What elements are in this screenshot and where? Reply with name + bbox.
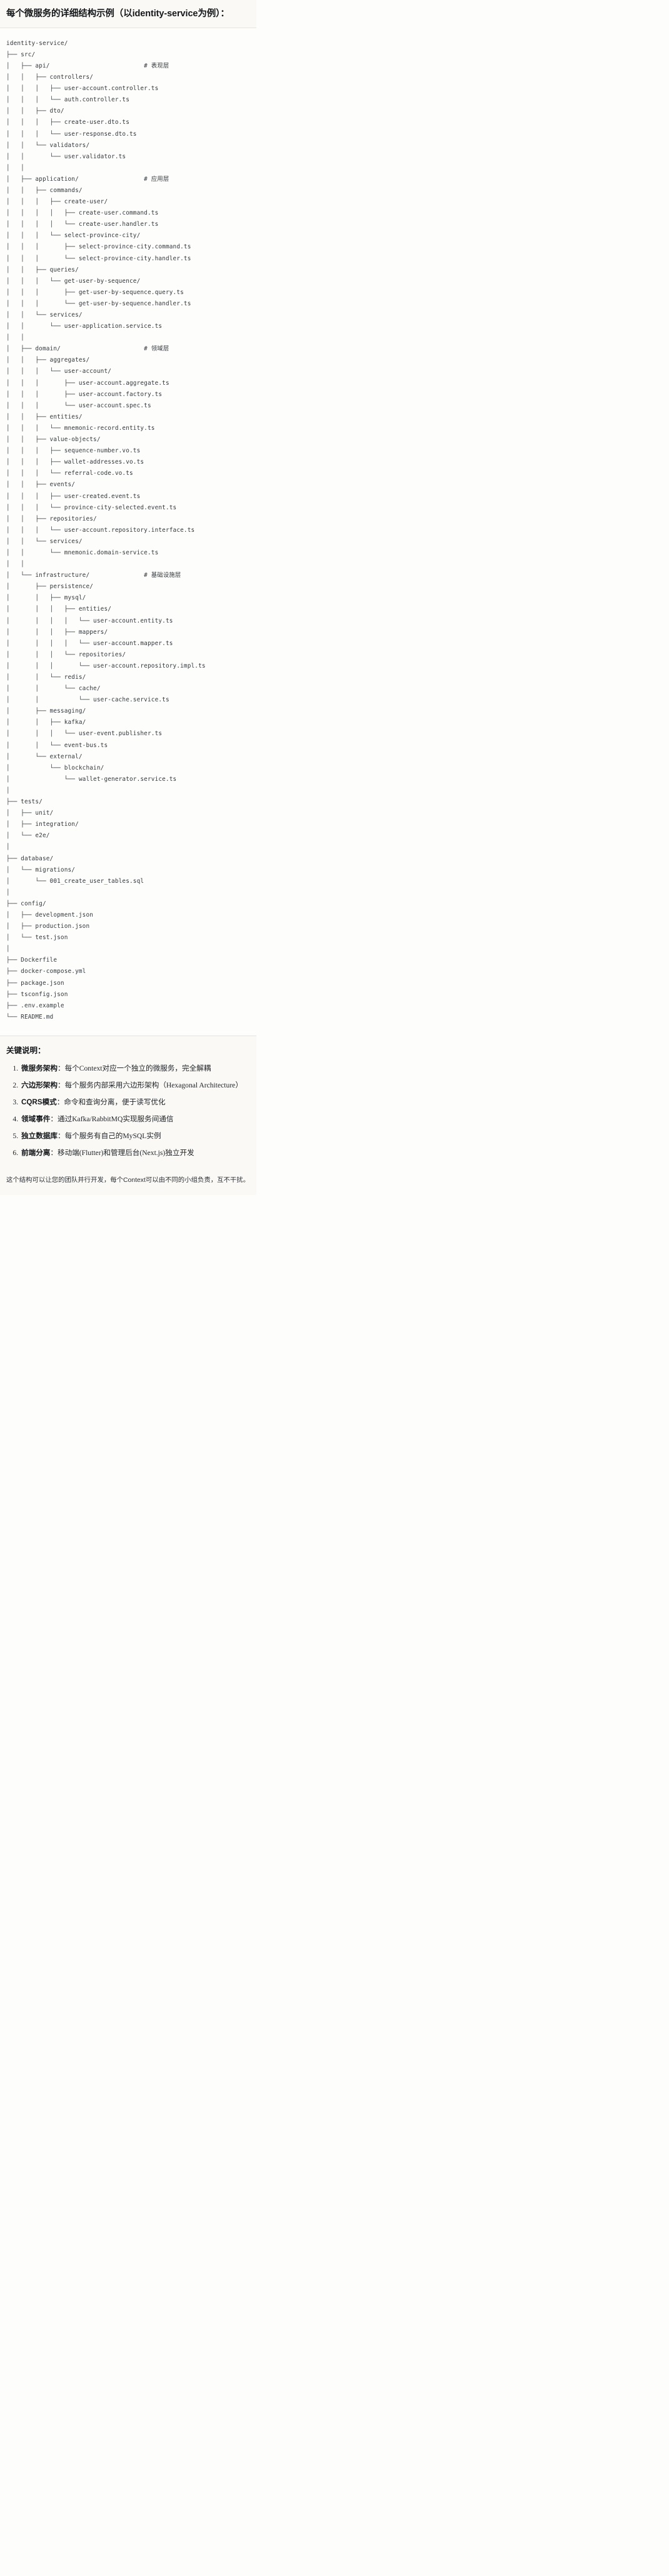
list-item: 微服务架构：每个Context对应一个独立的微服务，完全解耦 <box>20 1063 250 1074</box>
note-term: 微服务架构 <box>21 1064 58 1072</box>
note-description: 每个服务内部采用六边形架构（Hexagonal Architecture） <box>64 1081 243 1089</box>
note-description: 每个Context对应一个独立的微服务，完全解耦 <box>64 1064 211 1072</box>
note-description: 命令和查询分离，便于读写优化 <box>64 1097 166 1106</box>
note-term: CQRS模式 <box>21 1097 57 1106</box>
note-term: 前端分离 <box>21 1148 51 1157</box>
key-notes-title: 关键说明： <box>6 1046 46 1055</box>
list-item: 独立数据库：每个服务有自己的MySQL实例 <box>20 1131 250 1142</box>
note-separator: ： <box>56 1097 64 1106</box>
note-term: 独立数据库 <box>21 1131 58 1140</box>
note-separator: ： <box>57 1064 65 1072</box>
note-separator: ： <box>50 1114 58 1123</box>
page-title: 每个微服务的详细结构示例（以identity-service为例）： <box>0 0 256 28</box>
note-term: 领域事件 <box>21 1114 51 1123</box>
list-item: 六边形架构：每个服务内部采用六边形架构（Hexagonal Architectu… <box>20 1080 250 1091</box>
directory-tree: identity-service/ ├── src/ │ ├── api/ # … <box>6 39 206 1021</box>
directory-tree-code-block: identity-service/ ├── src/ │ ├── api/ # … <box>0 28 256 1032</box>
note-separator: ： <box>50 1148 58 1157</box>
note-term: 六边形架构 <box>21 1081 58 1089</box>
note-description: 移动端(Flutter)和管理后台(Next.js)独立开发 <box>58 1148 194 1157</box>
document-page: 每个微服务的详细结构示例（以identity-service为例）： ident… <box>0 0 256 1196</box>
closing-paragraph: 这个结构可以让您的团队并行开发，每个Context可以由不同的小组负责，互不干扰… <box>0 1172 256 1196</box>
note-separator: ： <box>57 1131 65 1140</box>
key-notes-list: 微服务架构：每个Context对应一个独立的微服务，完全解耦 六边形架构：每个服… <box>6 1063 250 1159</box>
note-separator: ： <box>57 1081 65 1089</box>
note-description: 每个服务有自己的MySQL实例 <box>64 1131 161 1140</box>
key-notes-section: 关键说明： 微服务架构：每个Context对应一个独立的微服务，完全解耦 六边形… <box>0 1036 256 1173</box>
note-description: 通过Kafka/RabbitMQ实现服务间通信 <box>58 1114 174 1123</box>
list-item: 领域事件：通过Kafka/RabbitMQ实现服务间通信 <box>20 1114 250 1125</box>
list-item: CQRS模式：命令和查询分离，便于读写优化 <box>20 1097 250 1108</box>
list-item: 前端分离：移动端(Flutter)和管理后台(Next.js)独立开发 <box>20 1148 250 1159</box>
